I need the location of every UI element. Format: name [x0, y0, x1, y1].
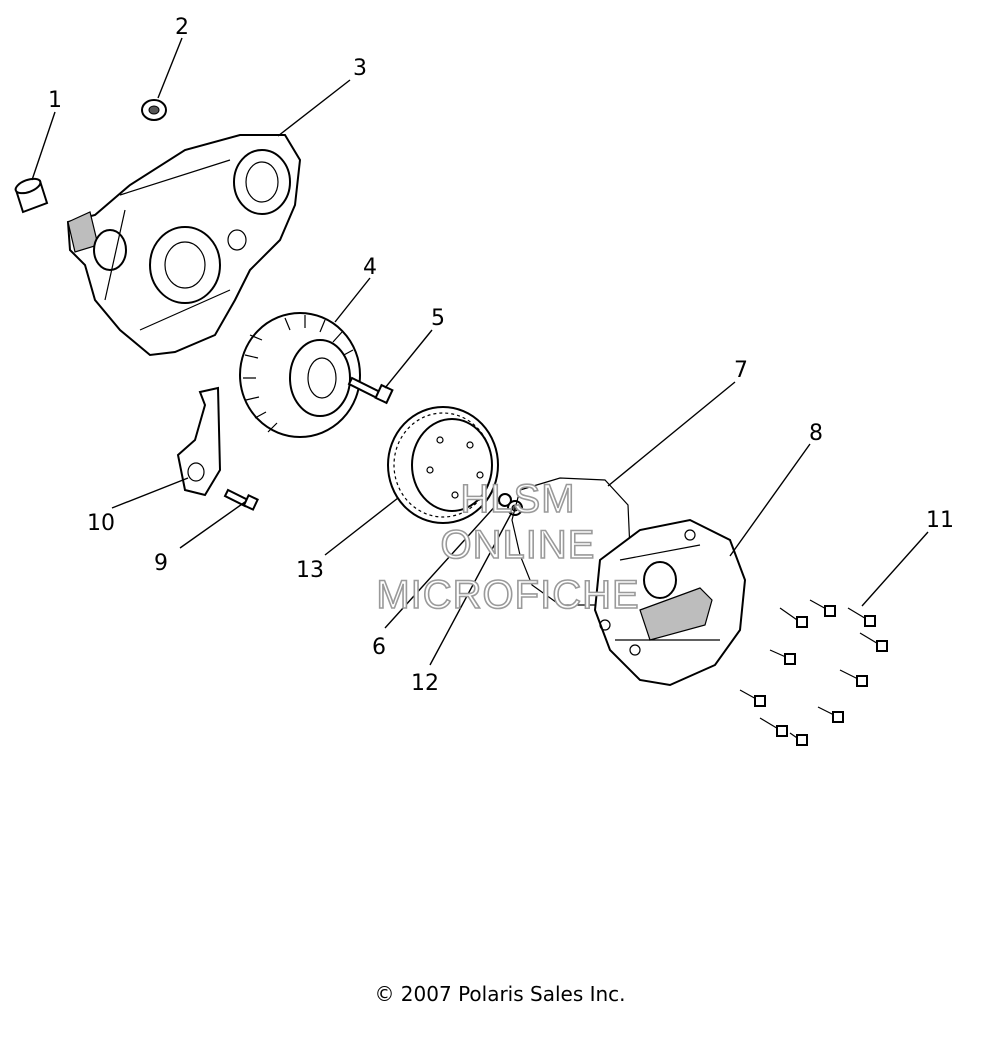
- callout-1: 1: [48, 88, 62, 113]
- watermark-line-3: MICROFICHE: [376, 573, 639, 617]
- callout-8: 8: [809, 421, 823, 446]
- callout-10: 10: [87, 511, 115, 536]
- watermark: HLSM ONLINE MICROFICHE: [376, 476, 640, 618]
- callout-2: 2: [175, 15, 189, 40]
- part-11-cover-bolts: [739, 599, 888, 746]
- callout-12: 12: [411, 671, 439, 696]
- part-1-bushing: [14, 177, 49, 214]
- watermark-line-1: HLSM: [460, 477, 575, 521]
- callout-labels: 1 2 3 4 5 7 8 9 10 11 12 13 6: [48, 15, 954, 696]
- part-5-bolt: [347, 376, 394, 405]
- callout-13: 13: [296, 558, 324, 583]
- copyright-notice: © 2007 Polaris Sales Inc.: [374, 982, 626, 1006]
- part-4-stator: [239, 312, 361, 438]
- watermark-line-2: ONLINE: [441, 523, 596, 567]
- part-9-bolt: [223, 488, 259, 511]
- leader-lines: [31, 37, 929, 666]
- callout-5: 5: [431, 306, 445, 331]
- callout-9: 9: [154, 551, 168, 576]
- callout-6: 6: [372, 635, 386, 660]
- part-3-crankcase-housing: [66, 134, 302, 357]
- part-13-flywheel: [387, 406, 499, 524]
- part-10-bracket: [176, 386, 222, 497]
- callout-3: 3: [353, 56, 367, 81]
- part-2-bearing: [141, 99, 167, 121]
- part-8-stator-cover: [593, 518, 747, 687]
- callout-6-7: 7: [734, 358, 748, 383]
- callout-11: 11: [926, 508, 954, 533]
- callout-4: 4: [363, 255, 377, 280]
